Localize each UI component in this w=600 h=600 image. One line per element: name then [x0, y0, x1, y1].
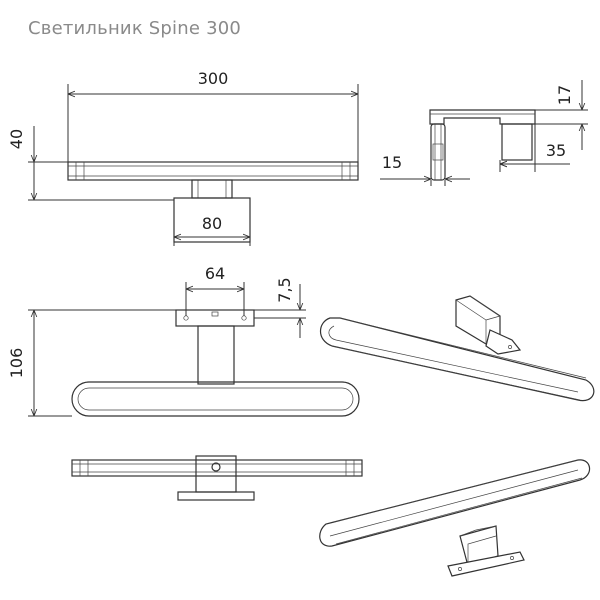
dim-side-width: 15: [382, 153, 402, 172]
dim-side-depth: 17: [555, 85, 574, 105]
side-body: [430, 123, 446, 181]
dim-length: 300: [198, 69, 229, 88]
front-plate: [173, 197, 251, 243]
front-body: [67, 161, 359, 181]
dim-side-depth2: 35: [546, 141, 566, 160]
dim-mount-width: 80: [202, 214, 222, 233]
front-view: 300 40 80: [7, 69, 359, 246]
dim-hole-spacing: 64: [205, 264, 225, 283]
dim-hole-offset: 7,5: [275, 277, 294, 302]
bottom-view: [71, 455, 363, 501]
dim-height: 40: [7, 129, 26, 149]
dim-total-height: 106: [7, 348, 26, 379]
top-body: [71, 381, 360, 417]
top-view: 64 7,5 106: [7, 264, 360, 417]
side-view: 17 35 15: [380, 80, 588, 186]
isometric-view-top: [319, 295, 595, 402]
isometric-view-bottom: [319, 459, 591, 577]
drawing-title: Светильник Spine 300: [28, 18, 242, 39]
